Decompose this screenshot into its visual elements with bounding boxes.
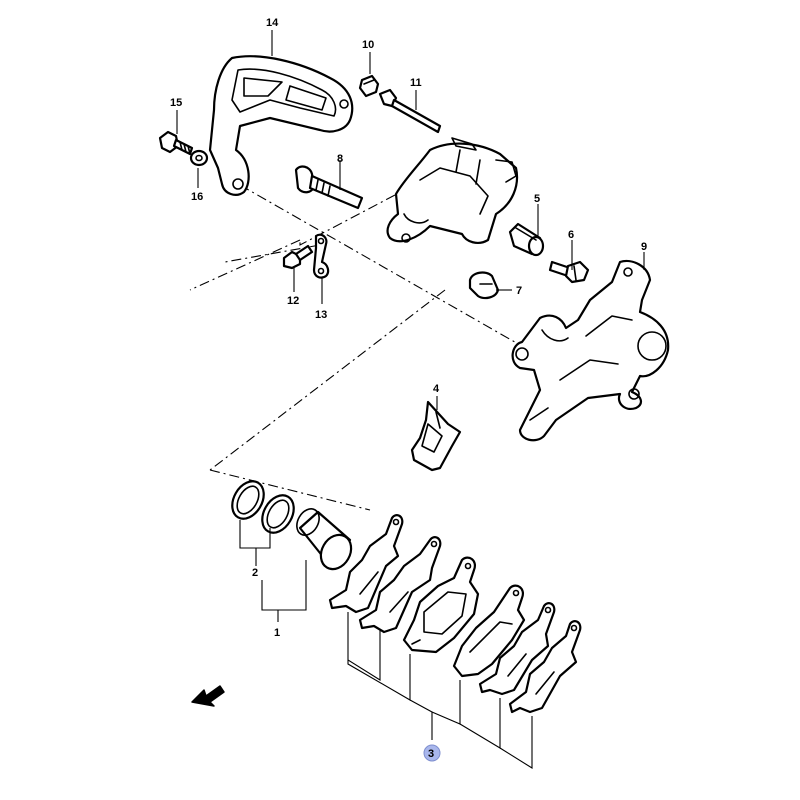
callout-3-highlight bbox=[423, 744, 441, 762]
callout-15: 15 bbox=[170, 97, 182, 109]
part-8-pin[interactable] bbox=[294, 165, 364, 210]
part-5-sleeve[interactable] bbox=[508, 222, 545, 257]
callout-4: 4 bbox=[433, 383, 440, 395]
part-12-bolt[interactable] bbox=[282, 244, 314, 270]
part-16-washer[interactable] bbox=[189, 149, 209, 167]
callout-2: 2 bbox=[252, 567, 258, 579]
part-11-bleeder[interactable] bbox=[378, 88, 442, 134]
part-2-seals[interactable] bbox=[226, 476, 300, 539]
callout-7: 7 bbox=[516, 285, 522, 297]
alignment-lines bbox=[189, 184, 521, 511]
caliper-body[interactable] bbox=[386, 137, 519, 244]
leader-lines bbox=[176, 30, 645, 769]
callout-14: 14 bbox=[266, 17, 279, 29]
callout-13: 13 bbox=[315, 309, 327, 321]
callout-12: 12 bbox=[287, 295, 299, 307]
callout-5: 5 bbox=[534, 193, 540, 205]
part-7-boot[interactable] bbox=[468, 271, 500, 300]
part-13-clip[interactable] bbox=[312, 233, 330, 279]
callout-3[interactable]: 3 bbox=[428, 748, 434, 760]
direction-arrow-icon bbox=[191, 685, 225, 707]
callout-8: 8 bbox=[337, 153, 343, 165]
callout-labels: 14 10 11 15 16 8 5 6 9 7 12 13 4 2 1 3 bbox=[170, 17, 647, 762]
callout-11: 11 bbox=[410, 77, 422, 89]
part-4-pad-spring[interactable] bbox=[410, 400, 462, 472]
part-3-pads[interactable] bbox=[328, 514, 582, 714]
callout-10: 10 bbox=[362, 39, 374, 51]
callout-16: 16 bbox=[191, 191, 203, 203]
part-6-bolt[interactable] bbox=[548, 260, 590, 284]
callout-6: 6 bbox=[568, 229, 574, 241]
part-14-bracket[interactable] bbox=[208, 55, 354, 196]
callout-1: 1 bbox=[274, 627, 280, 639]
part-15-bolt[interactable] bbox=[158, 130, 194, 156]
part-9-holder[interactable] bbox=[511, 259, 670, 442]
part-10-cap[interactable] bbox=[358, 74, 380, 98]
callout-9: 9 bbox=[641, 241, 647, 253]
piston[interactable] bbox=[292, 505, 357, 575]
